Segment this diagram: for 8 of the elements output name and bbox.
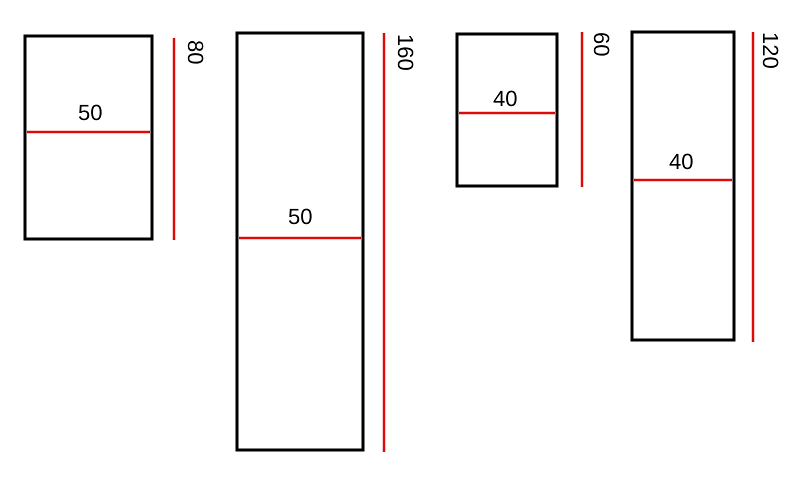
dimension-label: 60	[590, 32, 612, 56]
dimension-label: 80	[184, 40, 206, 64]
dimension-label: 160	[394, 34, 416, 71]
dimension-label: 40	[493, 88, 518, 110]
dimension-label: 50	[78, 102, 102, 124]
dimension-label: 40	[669, 151, 694, 173]
dimension-label: 120	[759, 32, 781, 69]
dimension-label: 50	[288, 206, 312, 228]
